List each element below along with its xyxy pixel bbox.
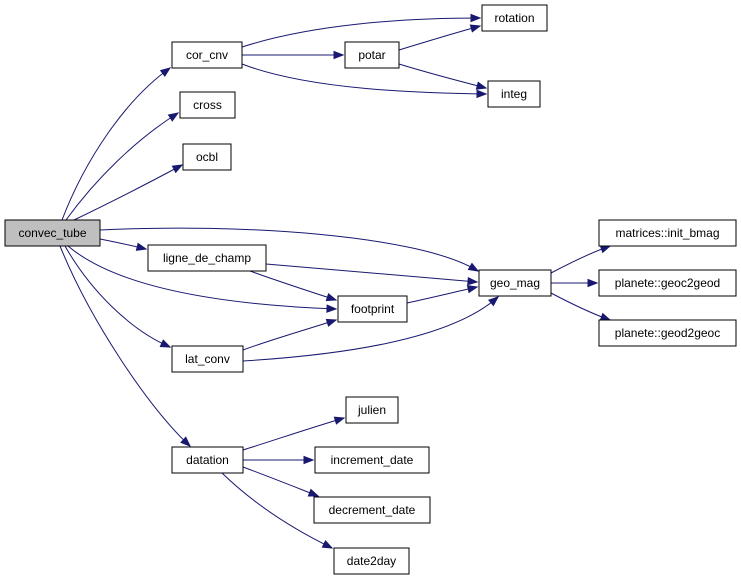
edge-convec-tube-to-lat-conv [64, 245, 171, 348]
arrowhead [599, 245, 612, 254]
arrowhead [476, 89, 488, 99]
node-ligne-de-champ[interactable]: ligne_de_champ [147, 244, 267, 272]
node-geo-mag-label: geo_mag [490, 276, 540, 290]
edge-convec-tube-to-ocbl [73, 164, 183, 221]
edge-lat-conv-to-geo-mag [242, 296, 499, 362]
node-ocbl-label: ocbl [196, 150, 218, 164]
node-lat-conv-label: lat_conv [185, 352, 230, 366]
node-potar[interactable]: potar [344, 41, 400, 69]
edge-convec-tube-to-cor-cnv [61, 67, 171, 221]
arrowhead [599, 312, 612, 321]
arrowhead [180, 436, 192, 447]
edge-potar-to-rotation [398, 25, 481, 51]
node-footprint[interactable]: footprint [337, 295, 408, 323]
node-cor-cnv[interactable]: cor_cnv [171, 41, 243, 69]
arrowhead [159, 339, 172, 348]
arrowhead [333, 50, 345, 60]
arrowhead [325, 293, 338, 302]
node-date2day-label: date2day [347, 554, 396, 568]
edge-datation-to-decrement-date [242, 466, 319, 497]
node-geo-mag[interactable]: geo_mag [478, 269, 552, 297]
arrowhead [325, 318, 338, 327]
node-integ-label: integ [501, 87, 527, 101]
edges-layer [59, 13, 612, 549]
nodes-layer: convec_tube cor_cnv cross ocbl ligne_de_… [4, 4, 737, 575]
node-planete-geoc2geod[interactable]: planete::geoc2geod [598, 269, 737, 297]
node-matrices-init-bmag-label: matrices::init_bmag [615, 226, 719, 240]
node-planete-geoc2geod-label: planete::geoc2geod [615, 276, 720, 290]
edge-cor-cnv-to-rotation [241, 17, 481, 48]
node-date2day[interactable]: date2day [333, 547, 410, 575]
arrowhead [307, 488, 320, 497]
arrowhead [469, 24, 482, 33]
edge-lat-conv-to-footprint [242, 319, 337, 351]
node-decrement-date[interactable]: decrement_date [313, 496, 431, 524]
edge-footprint-to-geo-mag [406, 286, 478, 304]
arrowhead [326, 304, 338, 313]
node-lat-conv[interactable]: lat_conv [171, 345, 244, 373]
node-planete-geod2geoc[interactable]: planete::geod2geoc [598, 319, 737, 347]
arrowhead [171, 164, 184, 174]
node-increment-date[interactable]: increment_date [314, 446, 430, 474]
arrowhead [333, 416, 346, 425]
node-matrices-init-bmag[interactable]: matrices::init_bmag [598, 219, 737, 247]
node-ligne-de-champ-label: ligne_de_champ [163, 251, 251, 265]
arrowhead [466, 284, 479, 294]
edge-ligne-de-champ-to-footprint [249, 270, 337, 301]
node-datation[interactable]: datation [171, 446, 244, 474]
node-convec-tube-label: convec_tube [18, 226, 86, 240]
node-ocbl[interactable]: ocbl [182, 143, 232, 171]
edge-convec-tube-to-cross [65, 112, 179, 221]
arrowhead [135, 242, 148, 251]
node-planete-geod2geoc-label: planete::geod2geoc [615, 326, 720, 340]
node-integ[interactable]: integ [487, 80, 541, 108]
node-potar-label: potar [358, 48, 385, 62]
arrowhead [159, 67, 172, 78]
node-decrement-date-label: decrement_date [329, 503, 416, 517]
node-cor-cnv-label: cor_cnv [186, 48, 228, 62]
node-julien-label: julien [357, 403, 386, 417]
edge-convec-tube-to-footprint [67, 245, 337, 310]
arrowhead [475, 81, 488, 90]
edge-potar-to-integ [398, 63, 487, 89]
node-datation-label: datation [186, 453, 229, 467]
arrowhead [470, 13, 482, 23]
arrowhead [467, 276, 479, 286]
edge-cor-cnv-to-integ [241, 63, 487, 95]
arrowhead [167, 112, 180, 122]
node-rotation-label: rotation [494, 11, 534, 25]
node-footprint-label: footprint [351, 302, 395, 316]
node-julien[interactable]: julien [345, 396, 399, 424]
edge-geo-mag-to-matrices-init-bmag [550, 245, 611, 274]
edge-geo-mag-to-planete-geod2geoc [550, 292, 611, 321]
arrowhead [303, 455, 315, 465]
arrowhead [467, 262, 480, 272]
edge-datation-to-date2day [221, 472, 333, 549]
arrowhead [321, 539, 334, 549]
node-cross[interactable]: cross [179, 91, 236, 119]
arrowhead [488, 296, 500, 307]
edge-ligne-de-champ-to-geo-mag [265, 263, 478, 283]
edge-convec-tube-to-datation [59, 245, 191, 447]
arrowhead [587, 278, 599, 288]
node-convec-tube[interactable]: convec_tube [4, 219, 101, 247]
node-cross-label: cross [193, 98, 222, 112]
node-increment-date-label: increment_date [331, 453, 414, 467]
node-rotation[interactable]: rotation [481, 4, 548, 32]
edge-convec-tube-to-geo-mag [99, 227, 479, 272]
edge-datation-to-julien [242, 417, 345, 451]
